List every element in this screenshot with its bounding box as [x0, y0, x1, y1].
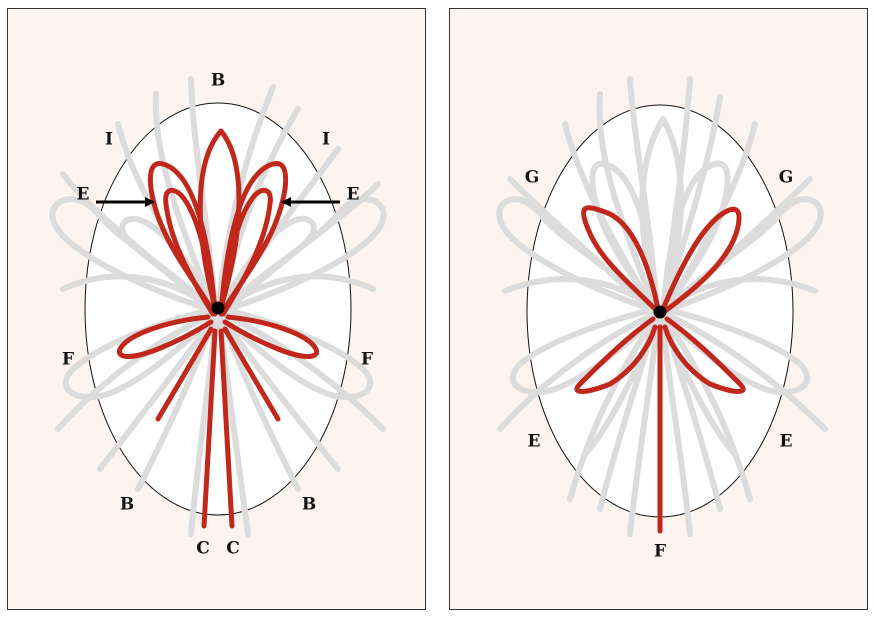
red-loop-right-lower	[222, 314, 320, 359]
label-arrow-left: E	[77, 185, 90, 205]
label-lower-left: E	[528, 432, 541, 452]
label-upper-left: I	[105, 130, 113, 150]
right-diagram-panel: G G E E F	[449, 8, 868, 610]
red-loop-lower-right	[662, 316, 746, 394]
red-loop-right-inner	[218, 187, 273, 317]
red-line-left-diagonal	[155, 326, 214, 422]
red-loop-left-lower	[116, 314, 214, 359]
highlighted-curves	[116, 128, 320, 529]
label-upper-right: G	[779, 168, 794, 188]
label-bottom-left: C	[196, 539, 210, 559]
highlighted-curves	[574, 205, 746, 534]
left-diagram-panel: B I I E E F F B B C C	[7, 8, 426, 610]
label-arrow-right: E	[347, 185, 360, 205]
label-upper-left: G	[525, 168, 540, 188]
label-bottom-right: C	[226, 539, 240, 559]
right-diagram: G G E E F	[496, 76, 828, 562]
label-lower-right: E	[780, 432, 793, 452]
center-point	[653, 305, 667, 319]
label-lower-right: B	[302, 495, 316, 515]
red-loop-upper-right	[660, 206, 742, 314]
label-bottom: F	[654, 542, 666, 562]
label-mid-left: F	[62, 350, 74, 370]
red-line-right-vertical	[218, 328, 235, 529]
red-loop-right-outer	[218, 161, 289, 314]
label-mid-right: F	[361, 350, 373, 370]
label-upper-right: I	[322, 130, 330, 150]
red-line-left-vertical	[201, 328, 218, 529]
red-line-right-diagonal	[222, 326, 281, 422]
label-lower-left: B	[120, 495, 134, 515]
red-loop-left-outer	[147, 161, 218, 314]
label-top: B	[211, 71, 225, 91]
red-loop-upper-left	[581, 205, 661, 312]
red-loop-left-inner	[163, 187, 218, 317]
left-diagram: B I I E E F F B B C C	[49, 71, 387, 559]
center-point	[211, 301, 225, 315]
red-loop-lower-left	[574, 316, 658, 394]
